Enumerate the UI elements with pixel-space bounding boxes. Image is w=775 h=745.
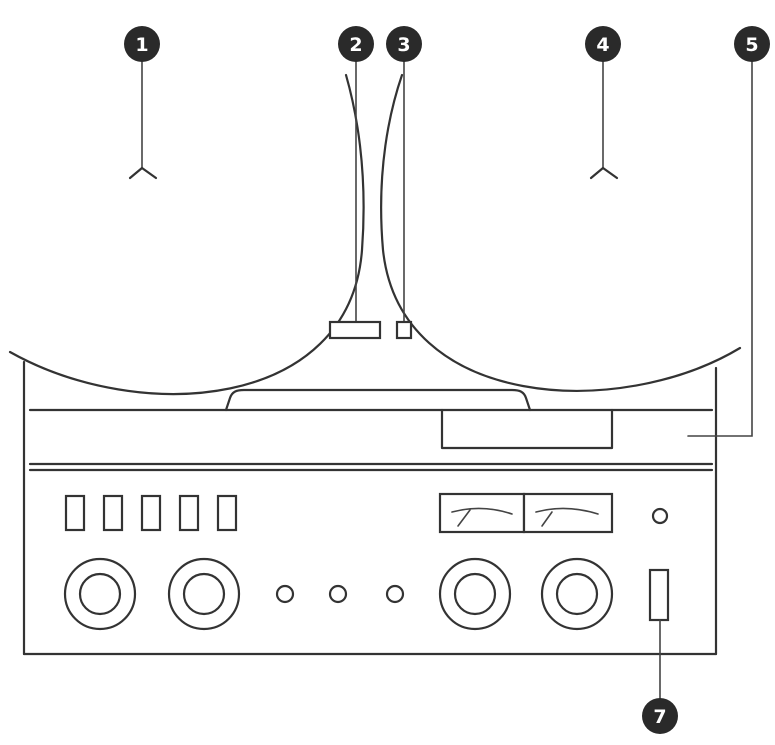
callout-label: 1 <box>135 34 148 56</box>
jack-socket[interactable] <box>328 584 348 604</box>
push-button-keys <box>64 494 238 532</box>
vu-meter-right <box>522 492 614 534</box>
jack-sockets <box>275 584 405 604</box>
callout-label: 7 <box>653 706 666 728</box>
control-knob[interactable] <box>438 557 512 631</box>
jack-socket[interactable] <box>275 584 295 604</box>
key-button[interactable] <box>64 494 86 532</box>
key-button[interactable] <box>178 494 200 532</box>
rocker-switch[interactable] <box>648 568 670 622</box>
control-knob[interactable] <box>540 557 614 631</box>
control-knob[interactable] <box>167 557 241 631</box>
vu-meters <box>438 492 614 534</box>
tape-guide <box>328 59 382 340</box>
left-reel-tape-arc <box>8 73 365 395</box>
callout-badge-4: 4 <box>585 26 621 62</box>
callout-badge-7: 7 <box>642 698 678 734</box>
callout-badge-2: 2 <box>338 26 374 62</box>
jack-socket[interactable] <box>385 584 405 604</box>
small-tape-guide <box>395 59 413 340</box>
callout-badge-5: 5 <box>734 26 770 62</box>
key-button[interactable] <box>140 494 162 532</box>
callout-badge-3: 3 <box>386 26 422 62</box>
callout-label: 5 <box>745 34 758 56</box>
control-knob[interactable] <box>63 557 137 631</box>
callout-badge-1: 1 <box>124 26 160 62</box>
indicator-lamp <box>651 507 669 525</box>
head-cover <box>224 388 532 412</box>
left-reel-spindle <box>128 61 158 180</box>
callout-label: 2 <box>349 34 362 56</box>
callout-label: 3 <box>397 34 410 56</box>
deck-body <box>22 360 718 656</box>
key-button[interactable] <box>216 494 238 532</box>
callout-leader-lines <box>659 61 753 701</box>
head-block <box>440 408 614 450</box>
right-reel-spindle <box>589 61 619 180</box>
right-reel-tape-arc <box>380 73 742 392</box>
callout-label: 4 <box>596 34 609 56</box>
key-button[interactable] <box>102 494 124 532</box>
